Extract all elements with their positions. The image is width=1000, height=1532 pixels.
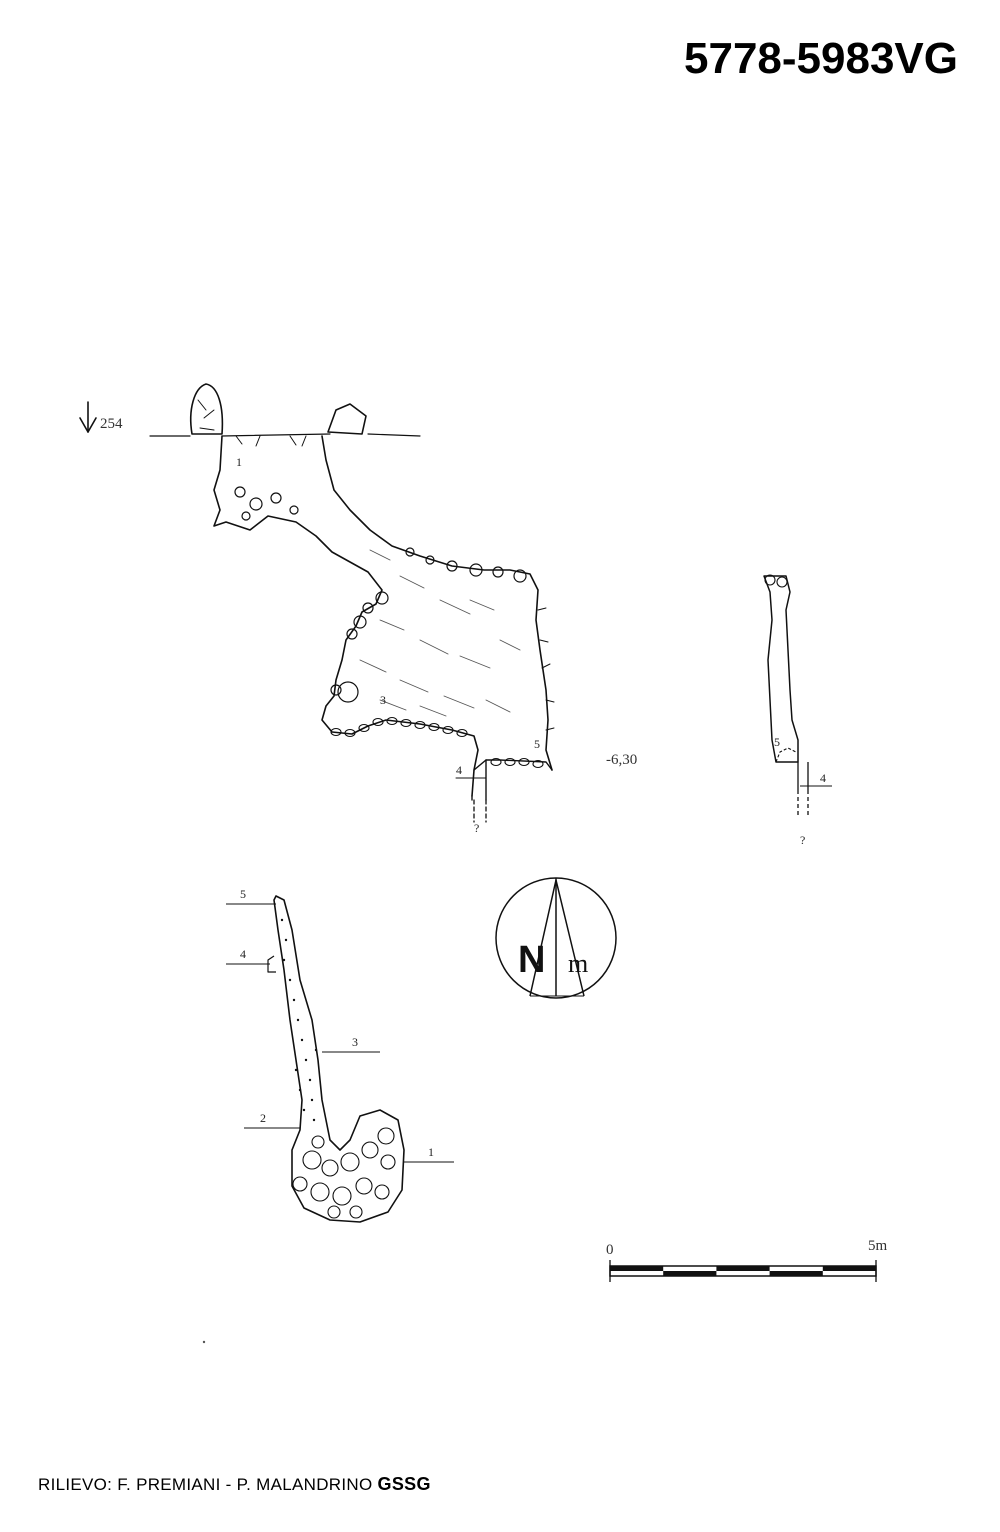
scale-segment [663, 1271, 717, 1276]
north-letter: N [518, 939, 545, 981]
left-wall [213, 435, 479, 797]
right-wall [321, 435, 553, 771]
credits-authors: RILIEVO: F. PREMIANI - P. MALANDRINO [38, 1475, 373, 1494]
scale-segment [610, 1266, 664, 1271]
plan-view [226, 895, 454, 1223]
slope-hatching [359, 549, 521, 717]
plan-sediment [280, 918, 318, 1122]
side-section [763, 574, 832, 816]
depth-label: -6,30 [606, 752, 637, 768]
side-marker-5: 5 [774, 735, 780, 749]
wall-rocks [234, 486, 527, 703]
main-marker-4: 4 [456, 763, 462, 777]
stray-dot [202, 1340, 206, 1344]
main-unknown-mark: ? [474, 821, 479, 835]
boulder-left [190, 383, 224, 435]
side-marker-4: 4 [820, 771, 826, 785]
survey-credits: RILIEVO: F. PREMIANI - P. MALANDRINO GSS… [38, 1474, 431, 1495]
plan-marker-1: 1 [428, 1145, 434, 1159]
altitude-marker-icon [79, 401, 97, 433]
plan-marker-3: 3 [352, 1035, 358, 1049]
shaft-continuation [473, 799, 487, 823]
side-unknown-mark: ? [800, 833, 805, 847]
scale-start: 0 [606, 1242, 614, 1258]
main-marker-5: 5 [534, 737, 540, 751]
scale-bar [609, 1260, 877, 1282]
plan-marker-2: 2 [260, 1111, 266, 1125]
boulder-right [327, 403, 367, 435]
scale-end: 5m [868, 1238, 888, 1254]
survey-code: 5778-5983VG [684, 34, 958, 83]
ground-line [149, 433, 421, 437]
scale-segment [822, 1266, 876, 1271]
entrance-altitude: 254 [100, 416, 123, 432]
main-section [79, 383, 555, 823]
north-arrow-icon [495, 877, 617, 999]
scale-segment [716, 1266, 770, 1271]
plan-boulders [292, 1127, 396, 1219]
main-marker-1: 1 [236, 455, 242, 469]
credits-org: GSSG [377, 1474, 431, 1494]
floor-pebbles [330, 716, 544, 769]
main-marker-3: 3 [380, 693, 386, 707]
scale-segment [769, 1271, 823, 1276]
plan-marker-5: 5 [240, 887, 246, 901]
north-suffix: m [568, 949, 588, 978]
plan-marker-4: 4 [240, 947, 246, 961]
